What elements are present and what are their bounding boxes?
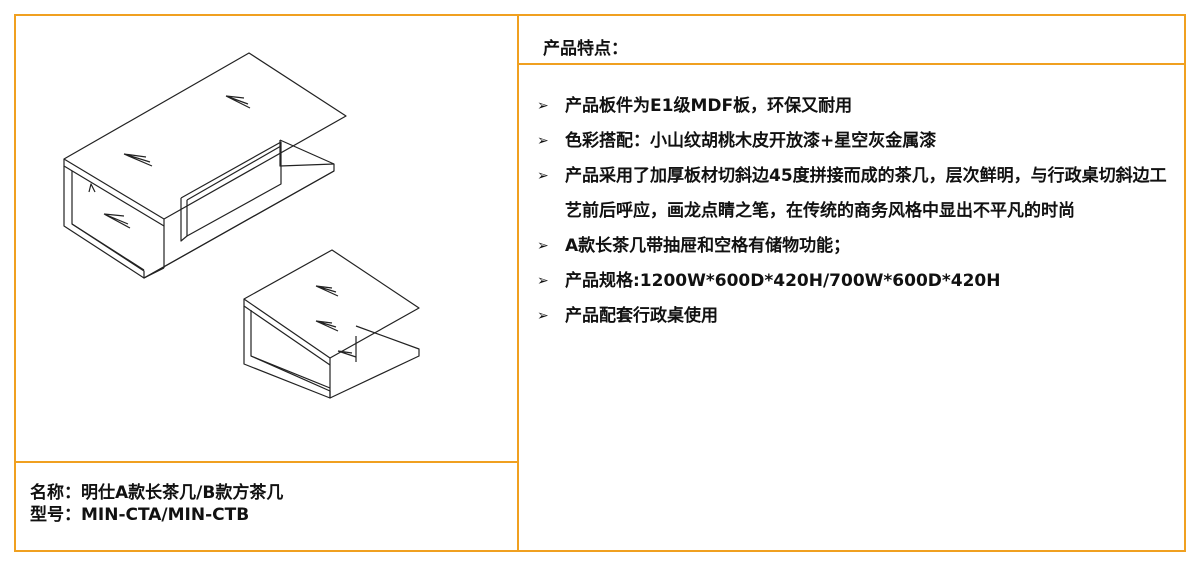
arrow-bullet-icon: ➢ (537, 238, 549, 254)
table-a-back-panel (279, 140, 335, 167)
table-b-bottom (250, 325, 420, 399)
feature-item: ➢ 产品规格:1200W*600D*420H/700W*600D*420H (537, 264, 1177, 299)
arrow-bullet-icon: ➢ (537, 168, 549, 184)
table-a-grain-arrow-3 (103, 213, 131, 229)
table-a-bottom-front (143, 170, 335, 279)
table-a-drawer-front (186, 145, 282, 201)
table-b-grain-arrow-2 (315, 320, 339, 332)
product-model: 型号：MIN-CTA/MIN-CTB (30, 505, 250, 525)
features-list: ➢ 产品板件为E1级MDF板，环保又耐用 ➢ 色彩搭配：小山纹胡桃木皮开放漆+星… (537, 89, 1177, 334)
table-b-top-edge (243, 299, 331, 366)
features-title: 产品特点： (543, 39, 628, 59)
arrow-bullet-icon: ➢ (537, 308, 549, 324)
table-a-grain-arrow-2 (123, 153, 153, 167)
table-a-top (63, 52, 347, 220)
product-sheet: 名称：明仕A款长茶几/B款方茶几 型号：MIN-CTA/MIN-CTB 产品特点… (14, 14, 1186, 552)
table-a-grain-arrow-4 (88, 183, 96, 193)
feature-item: ➢ 产品采用了加厚板材切斜边45度拼接而成的茶几，层次鲜明，与行政桌切斜边工艺前… (537, 159, 1177, 229)
table-a-drawer-side (180, 198, 188, 242)
features-column: 产品特点： ➢ 产品板件为E1级MDF板，环保又耐用 ➢ 色彩搭配：小山纹胡桃木… (519, 16, 1184, 550)
arrow-bullet-icon: ➢ (537, 98, 549, 114)
feature-item: ➢ 产品板件为E1级MDF板，环保又耐用 (537, 89, 1177, 124)
feature-text: 色彩搭配：小山纹胡桃木皮开放漆+星空灰金属漆 (565, 131, 937, 151)
arrow-bullet-icon: ➢ (537, 133, 549, 149)
table-b-top (243, 249, 420, 359)
table-b-left-panel (243, 306, 331, 399)
table-a-left-panel (63, 166, 165, 279)
table-b-grain-arrow-1 (315, 285, 339, 297)
table-a-drawer (180, 141, 282, 237)
feature-text: A款长茶几带抽屉和空格有储物功能； (565, 236, 851, 256)
feature-text: 产品规格:1200W*600D*420H/700W*600D*420H (565, 271, 1001, 291)
feature-item: ➢ 产品配套行政桌使用 (537, 299, 1177, 334)
product-illustration (16, 16, 517, 463)
arrow-bullet-icon: ➢ (537, 273, 549, 289)
feature-text: 产品配套行政桌使用 (565, 306, 718, 326)
feature-item: ➢ 色彩搭配：小山纹胡桃木皮开放漆+星空灰金属漆 (537, 124, 1177, 159)
product-caption: 名称：明仕A款长茶几/B款方茶几 型号：MIN-CTA/MIN-CTB (30, 482, 283, 526)
product-name: 名称：明仕A款长茶几/B款方茶几 (30, 483, 284, 503)
coffee-table-line-drawing (63, 52, 420, 399)
table-a-grain-arrow-1 (225, 95, 251, 109)
features-header: 产品特点： (519, 16, 1184, 65)
feature-item: ➢ A款长茶几带抽屉和空格有储物功能； (537, 229, 1177, 264)
feature-text: 产品采用了加厚板材切斜边45度拼接而成的茶几，层次鲜明，与行政桌切斜边工艺前后呼… (565, 166, 1167, 221)
product-image-column: 名称：明仕A款长茶几/B款方茶几 型号：MIN-CTA/MIN-CTB (16, 16, 519, 550)
table-a-top-edge (63, 159, 165, 227)
feature-text: 产品板件为E1级MDF板，环保又耐用 (565, 96, 853, 116)
table-b-grain-arrow-3 (337, 350, 357, 358)
